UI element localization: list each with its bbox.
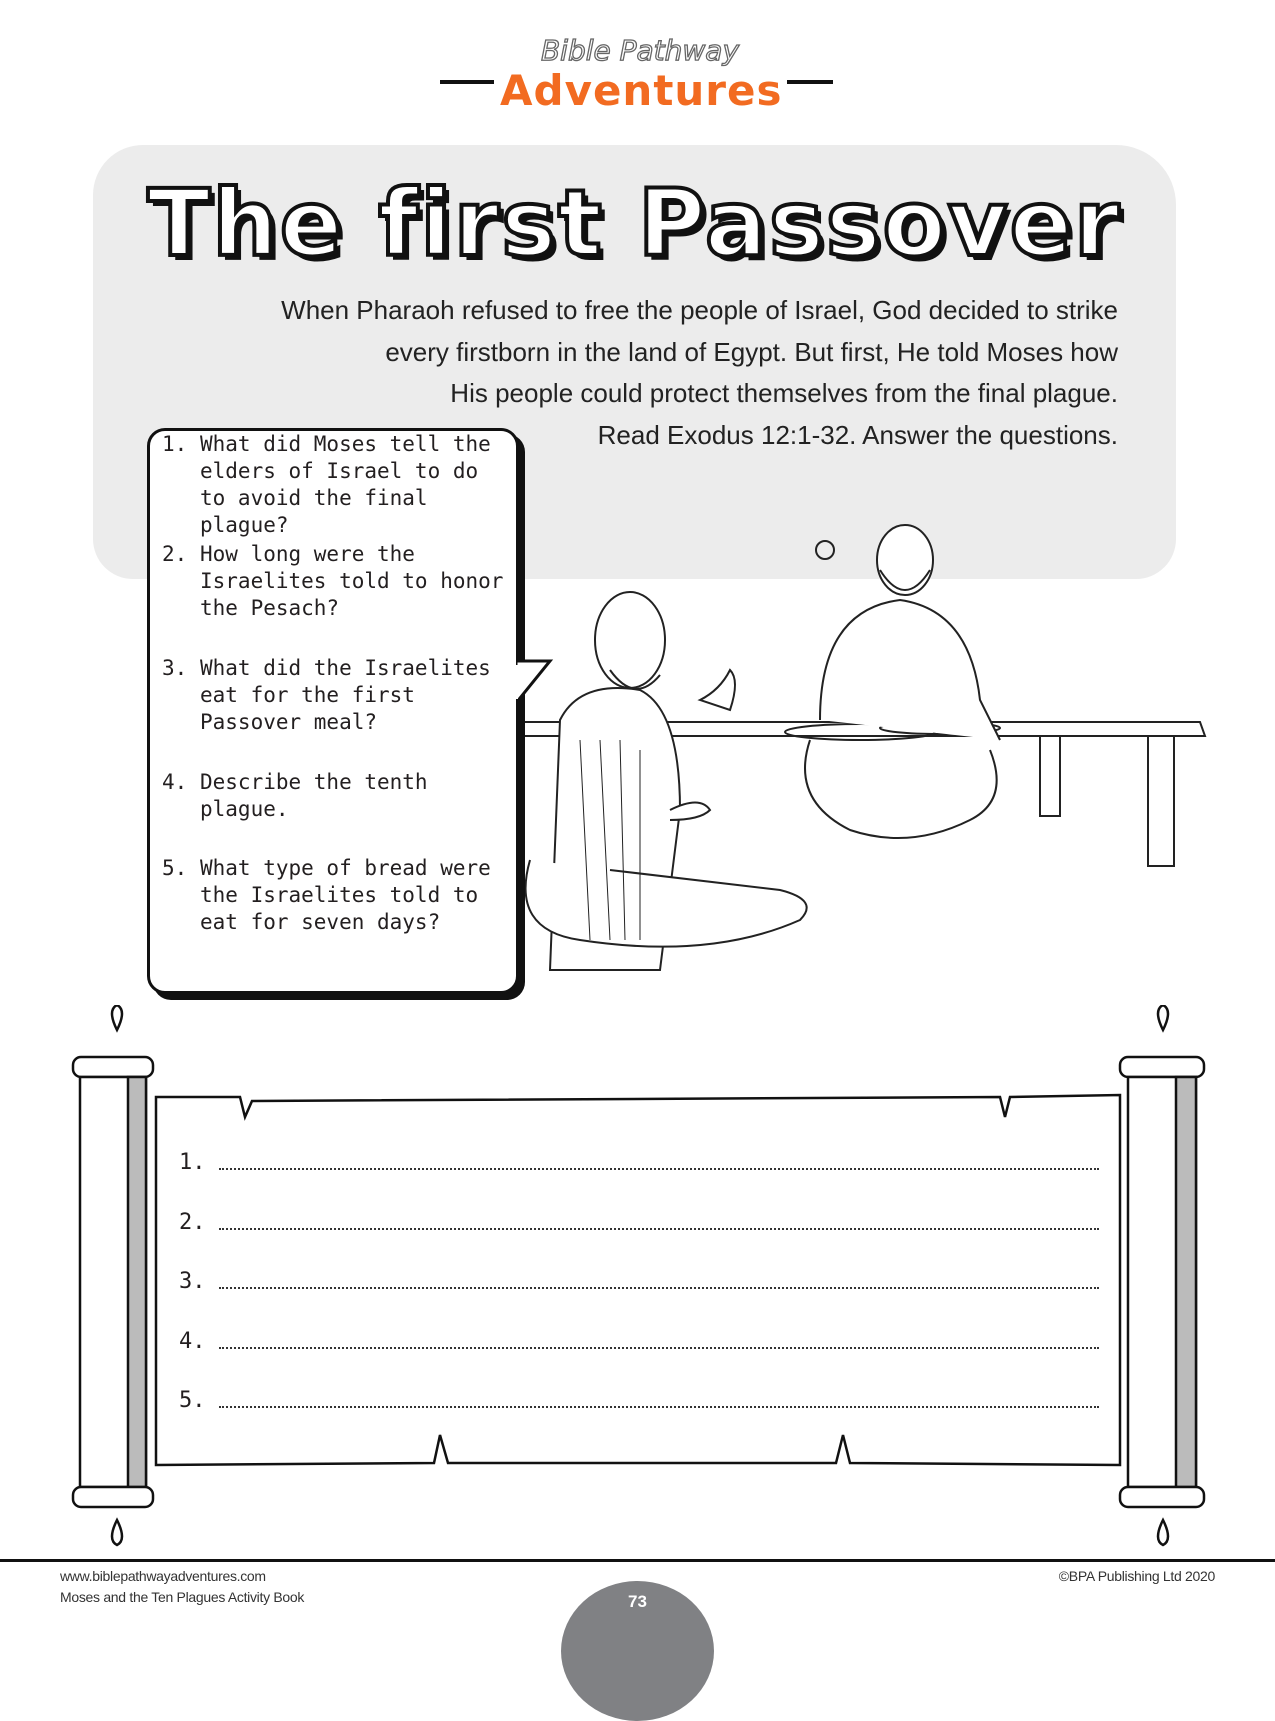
question-item: 1. What did Moses tell the elders of Isra… — [162, 431, 507, 539]
question-text: What did Moses tell the elders of Israel… — [200, 432, 491, 537]
logo-text-top: Bible Pathway — [540, 33, 740, 67]
answer-number: 4. — [179, 1329, 206, 1354]
answer-line[interactable]: 1. — [179, 1150, 1099, 1175]
answer-number: 3. — [179, 1269, 206, 1294]
answer-line[interactable]: 5. — [179, 1388, 1099, 1413]
question-number: 1. — [162, 432, 188, 456]
logo-divider-left — [440, 80, 494, 84]
question-item: 4. Describe the tenth plague. — [162, 769, 507, 823]
answer-dotted-line[interactable] — [219, 1168, 1099, 1170]
scroll-roller-right — [1118, 1005, 1206, 1547]
answer-dotted-line[interactable] — [219, 1347, 1099, 1349]
scroll-icon — [71, 1005, 1206, 1547]
question-text: What type of bread were the Israelites t… — [200, 856, 491, 934]
footer-divider — [0, 1559, 1275, 1562]
answer-line[interactable]: 2. — [179, 1210, 1099, 1235]
footer-book-title: Moses and the Ten Plagues Activity Book — [60, 1589, 305, 1605]
scroll-roller-left — [71, 1005, 155, 1547]
elder-figure-icon — [804, 524, 1001, 839]
intro-line: His people could protect themselves from… — [450, 378, 1118, 408]
intro-text: When Pharaoh refused to free the people … — [218, 290, 1118, 456]
answer-number: 1. — [179, 1150, 206, 1175]
question-item: 3. What did the Israelites eat for the fi… — [162, 655, 507, 736]
intro-line: every firstborn in the land of Egypt. Bu… — [385, 336, 1118, 367]
footer-copyright: ©BPA Publishing Ltd 2020 — [1058, 1568, 1216, 1584]
answer-dotted-line[interactable] — [219, 1287, 1099, 1289]
question-text: How long were the Israelites told to hon… — [200, 542, 504, 620]
logo-text-bottom: Adventures — [500, 66, 783, 115]
moses-illustration — [520, 524, 1207, 971]
intro-line: When Pharaoh refused to free the people … — [281, 295, 1118, 325]
question-number: 5. — [162, 856, 188, 880]
answer-dotted-line[interactable] — [219, 1406, 1099, 1408]
answer-line[interactable]: 3. — [179, 1269, 1099, 1294]
intro-line: Read Exodus 12:1-32. Answer the question… — [597, 419, 1118, 450]
answer-line[interactable]: 4. — [179, 1329, 1099, 1354]
question-number: 3. — [162, 656, 188, 680]
moses-figure-icon — [524, 591, 808, 971]
question-text: Describe the tenth plague. — [200, 770, 428, 821]
footer-website: www.biblepathwayadventures.com — [60, 1568, 266, 1584]
answer-dotted-line[interactable] — [219, 1228, 1099, 1230]
page-title: The first Passover — [146, 168, 1122, 279]
answer-number: 2. — [179, 1210, 206, 1235]
question-number: 2. — [162, 542, 188, 566]
answer-number: 5. — [179, 1388, 206, 1413]
table-icon — [520, 721, 1207, 867]
questions-speech-bubble: 1. What did Moses tell the elders of Isra… — [147, 428, 554, 994]
bubble-tail-icon — [516, 659, 554, 706]
logo-divider-right — [787, 80, 833, 84]
question-item: 2. How long were the Israelites told to h… — [162, 541, 507, 622]
page-number: 73 — [628, 1592, 647, 1611]
question-number: 4. — [162, 770, 188, 794]
question-item: 5. What type of bread were the Israelites… — [162, 855, 507, 936]
question-text: What did the Israelites eat for the firs… — [200, 656, 491, 734]
